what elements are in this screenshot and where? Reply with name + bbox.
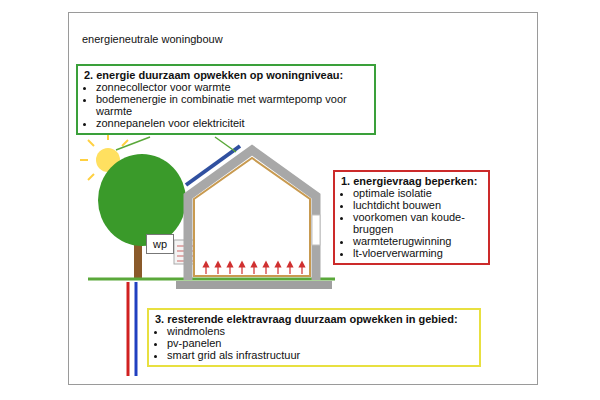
bullet-list: windmolenspv-panelensmart grid als infra… [155, 325, 471, 361]
bullet-item: pv-panelen [167, 337, 471, 349]
leader-line [215, 137, 236, 152]
bullet-item: warmteterugwinning [353, 235, 480, 247]
bullet-item: windmolens [167, 325, 471, 337]
bullet-list: zonnecollector voor warmtebodemenergie i… [84, 81, 366, 129]
bullet-item: lt-vloerverwarming [353, 247, 480, 259]
green-box: 2. energie duurzaam opwekken op woningni… [76, 64, 376, 135]
insulation [194, 158, 310, 276]
window [312, 215, 320, 245]
leader-line [116, 137, 150, 150]
solar-panel [186, 146, 240, 185]
cold-pipe [135, 282, 138, 376]
hot-pipe [127, 282, 130, 376]
diagram-title: energieneutrale woningbouw [82, 33, 223, 45]
bullet-item: zonnepanelen voor elektriciteit [96, 117, 366, 129]
box-heading: 2. energie duurzaam opwekken op woningni… [84, 69, 366, 81]
bullet-item: smart grid als infrastructuur [167, 349, 471, 361]
floor-slab [176, 281, 332, 289]
bullet-list: optimale isolatieluchtdicht bouwenvoorko… [341, 187, 480, 259]
tree-crown [98, 154, 186, 246]
bullet-item: optimale isolatie [353, 187, 480, 199]
bullet-item: luchtdicht bouwen [353, 199, 480, 211]
bullet-item: bodemenergie in combinatie met warmtepom… [96, 93, 366, 117]
ground-line [88, 278, 335, 281]
heat-pump-box: wp [146, 234, 174, 254]
bullet-item: zonnecollector voor warmte [96, 81, 366, 93]
bullet-item: voorkomen van koude-bruggen [353, 211, 480, 235]
yellow-box: 3. resterende elektravraag duurzaam opwe… [147, 308, 481, 367]
unit-label: wp [151, 238, 169, 250]
red-box: 1. energievraag beperken:optimale isolat… [333, 170, 490, 265]
box-heading: 1. energievraag beperken: [341, 175, 480, 187]
box-heading: 3. resterende elektravraag duurzaam opwe… [155, 313, 471, 325]
floor-heating-arrows [206, 264, 302, 274]
